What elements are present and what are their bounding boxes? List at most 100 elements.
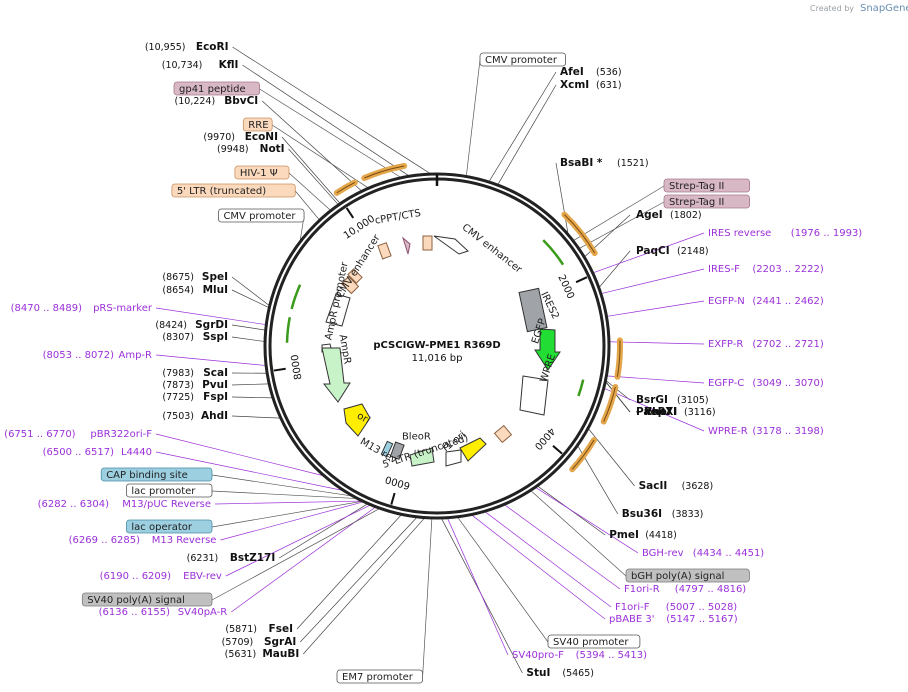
enzyme-name: BstZ17I — [230, 552, 275, 564]
primer-name: EBV-rev — [183, 571, 222, 582]
leader-line — [231, 289, 270, 309]
enzyme-name: PaqCI — [636, 245, 670, 257]
gp41-marker — [402, 236, 411, 255]
enzyme-name: BsaBI * — [560, 157, 603, 169]
enzyme-name: PvuI — [202, 379, 228, 391]
primer-name: IRES-F — [708, 264, 740, 275]
primer-name: SV40pA-R — [178, 607, 227, 618]
leader-line — [155, 354, 267, 366]
leader-line — [231, 324, 266, 331]
enzyme-position: (5709) — [222, 637, 254, 648]
primer-range: (4797 .. 4816) — [675, 584, 747, 595]
leader-line — [470, 514, 606, 620]
tick-label: 8000 — [290, 354, 305, 381]
tick-label: 2000 — [555, 273, 576, 301]
plasmid-name: pCSCIGW-PME1 R369D — [373, 340, 500, 351]
orf-arc-core — [364, 165, 405, 179]
primer-range: (6751 .. 6770) — [4, 429, 76, 440]
inner-feature-label: AmpR — [337, 334, 353, 365]
enzyme-position: (3105) — [677, 395, 709, 406]
leader-line — [232, 46, 432, 175]
leader-line — [220, 501, 365, 541]
enzyme-position: (7725) — [162, 392, 194, 403]
ori-arrow — [343, 403, 371, 437]
plasmid-length: 11,016 bp — [412, 353, 463, 364]
primer-range: (4434 .. 4451) — [693, 548, 765, 559]
enzyme-name: NotI — [260, 143, 285, 155]
orf-arc — [361, 162, 408, 182]
feature-box — [242, 117, 273, 132]
feature-box — [100, 467, 213, 482]
enzyme-position: (3628) — [682, 481, 714, 492]
feature-box — [218, 208, 305, 223]
egfp-arrow — [534, 328, 561, 371]
leader-lines — [155, 46, 705, 678]
primer-range: (1976 .. 1993) — [791, 228, 863, 239]
feature-label: 5' LTR (truncated) — [177, 186, 266, 197]
ampr-arrow — [321, 347, 351, 403]
leader-line — [211, 474, 354, 497]
enzyme-position: (5631) — [225, 649, 257, 660]
leader-line — [606, 300, 705, 317]
enzyme-position: (7503) — [162, 411, 194, 422]
feature-label: SV40 poly(A) signal — [87, 595, 185, 606]
leader-line — [488, 71, 557, 183]
primer-name: BGH-rev — [642, 548, 684, 559]
leader-line — [279, 503, 369, 559]
leader-line — [572, 185, 665, 242]
orf-arc-core — [603, 386, 616, 422]
feature-label: EM7 promoter — [342, 672, 414, 683]
leader-line — [446, 517, 509, 656]
f1-ori-arrow — [459, 437, 487, 462]
enzyme-name: FseI — [269, 623, 293, 635]
feature-box — [547, 634, 641, 649]
feature-box — [173, 81, 260, 96]
primer-range: (2441 .. 2462) — [752, 296, 824, 307]
leader-line — [272, 124, 369, 189]
enzyme-name: ScaI — [203, 367, 228, 379]
primer-range: (3178 .. 3198) — [752, 426, 824, 437]
primer-name: EXFP-R — [708, 339, 743, 350]
enzyme-position: (9970) — [203, 132, 235, 143]
leader-line — [261, 100, 363, 192]
enzyme-position: (8424) — [155, 320, 187, 331]
enzyme-name: EcoNI — [245, 131, 278, 143]
primer-arcs — [285, 239, 585, 397]
enzyme-position: (536) — [596, 67, 622, 78]
feature-label: bGH poly(A) signal — [631, 571, 724, 582]
restriction-enzyme-labels: EcoRI(10,955)KflI(10,734)BbvCI(10,224)Ec… — [145, 41, 716, 679]
enzyme-position: (1802) — [670, 210, 702, 221]
enzyme-position: (10,224) — [175, 96, 216, 107]
em7-marker — [389, 441, 405, 460]
inner-feature-label: CMV enhancer — [460, 222, 525, 276]
snapgene-logo-text: SnapGene — [860, 3, 908, 14]
leader-line — [578, 201, 665, 250]
feature-label: lac operator — [131, 522, 192, 533]
leader-line — [211, 500, 363, 528]
primer-range: (6500 .. 6517) — [43, 447, 115, 458]
enzyme-name: BbvCI — [224, 95, 258, 107]
sv40-promoter-arrow — [445, 449, 462, 467]
enzyme-position: (1521) — [617, 158, 649, 169]
leader-line — [231, 396, 274, 399]
primer-range: (6269 .. 6285) — [69, 535, 141, 546]
leader-line — [231, 336, 266, 342]
primer-name: SV40pro-F — [512, 650, 564, 661]
enzyme-name: PaeR7I — [636, 406, 677, 418]
bleor-arrow — [409, 447, 435, 467]
enzyme-position: (8654) — [162, 285, 194, 296]
feature-label: lac promoter — [131, 486, 196, 497]
enzyme-position: (6231) — [187, 553, 219, 564]
feature-label: Strep-Tag II — [669, 197, 724, 208]
feature-box — [336, 669, 423, 684]
primer-name: F1ori-R — [624, 584, 660, 595]
leader-line — [296, 514, 402, 630]
primer-range: (8053 .. 8072) — [43, 350, 115, 361]
ltr-marker-top — [340, 275, 360, 295]
orf-arc-core — [336, 182, 356, 194]
leader-line — [281, 136, 341, 204]
leader-line — [211, 507, 381, 601]
feature-label: RRE — [248, 120, 268, 131]
